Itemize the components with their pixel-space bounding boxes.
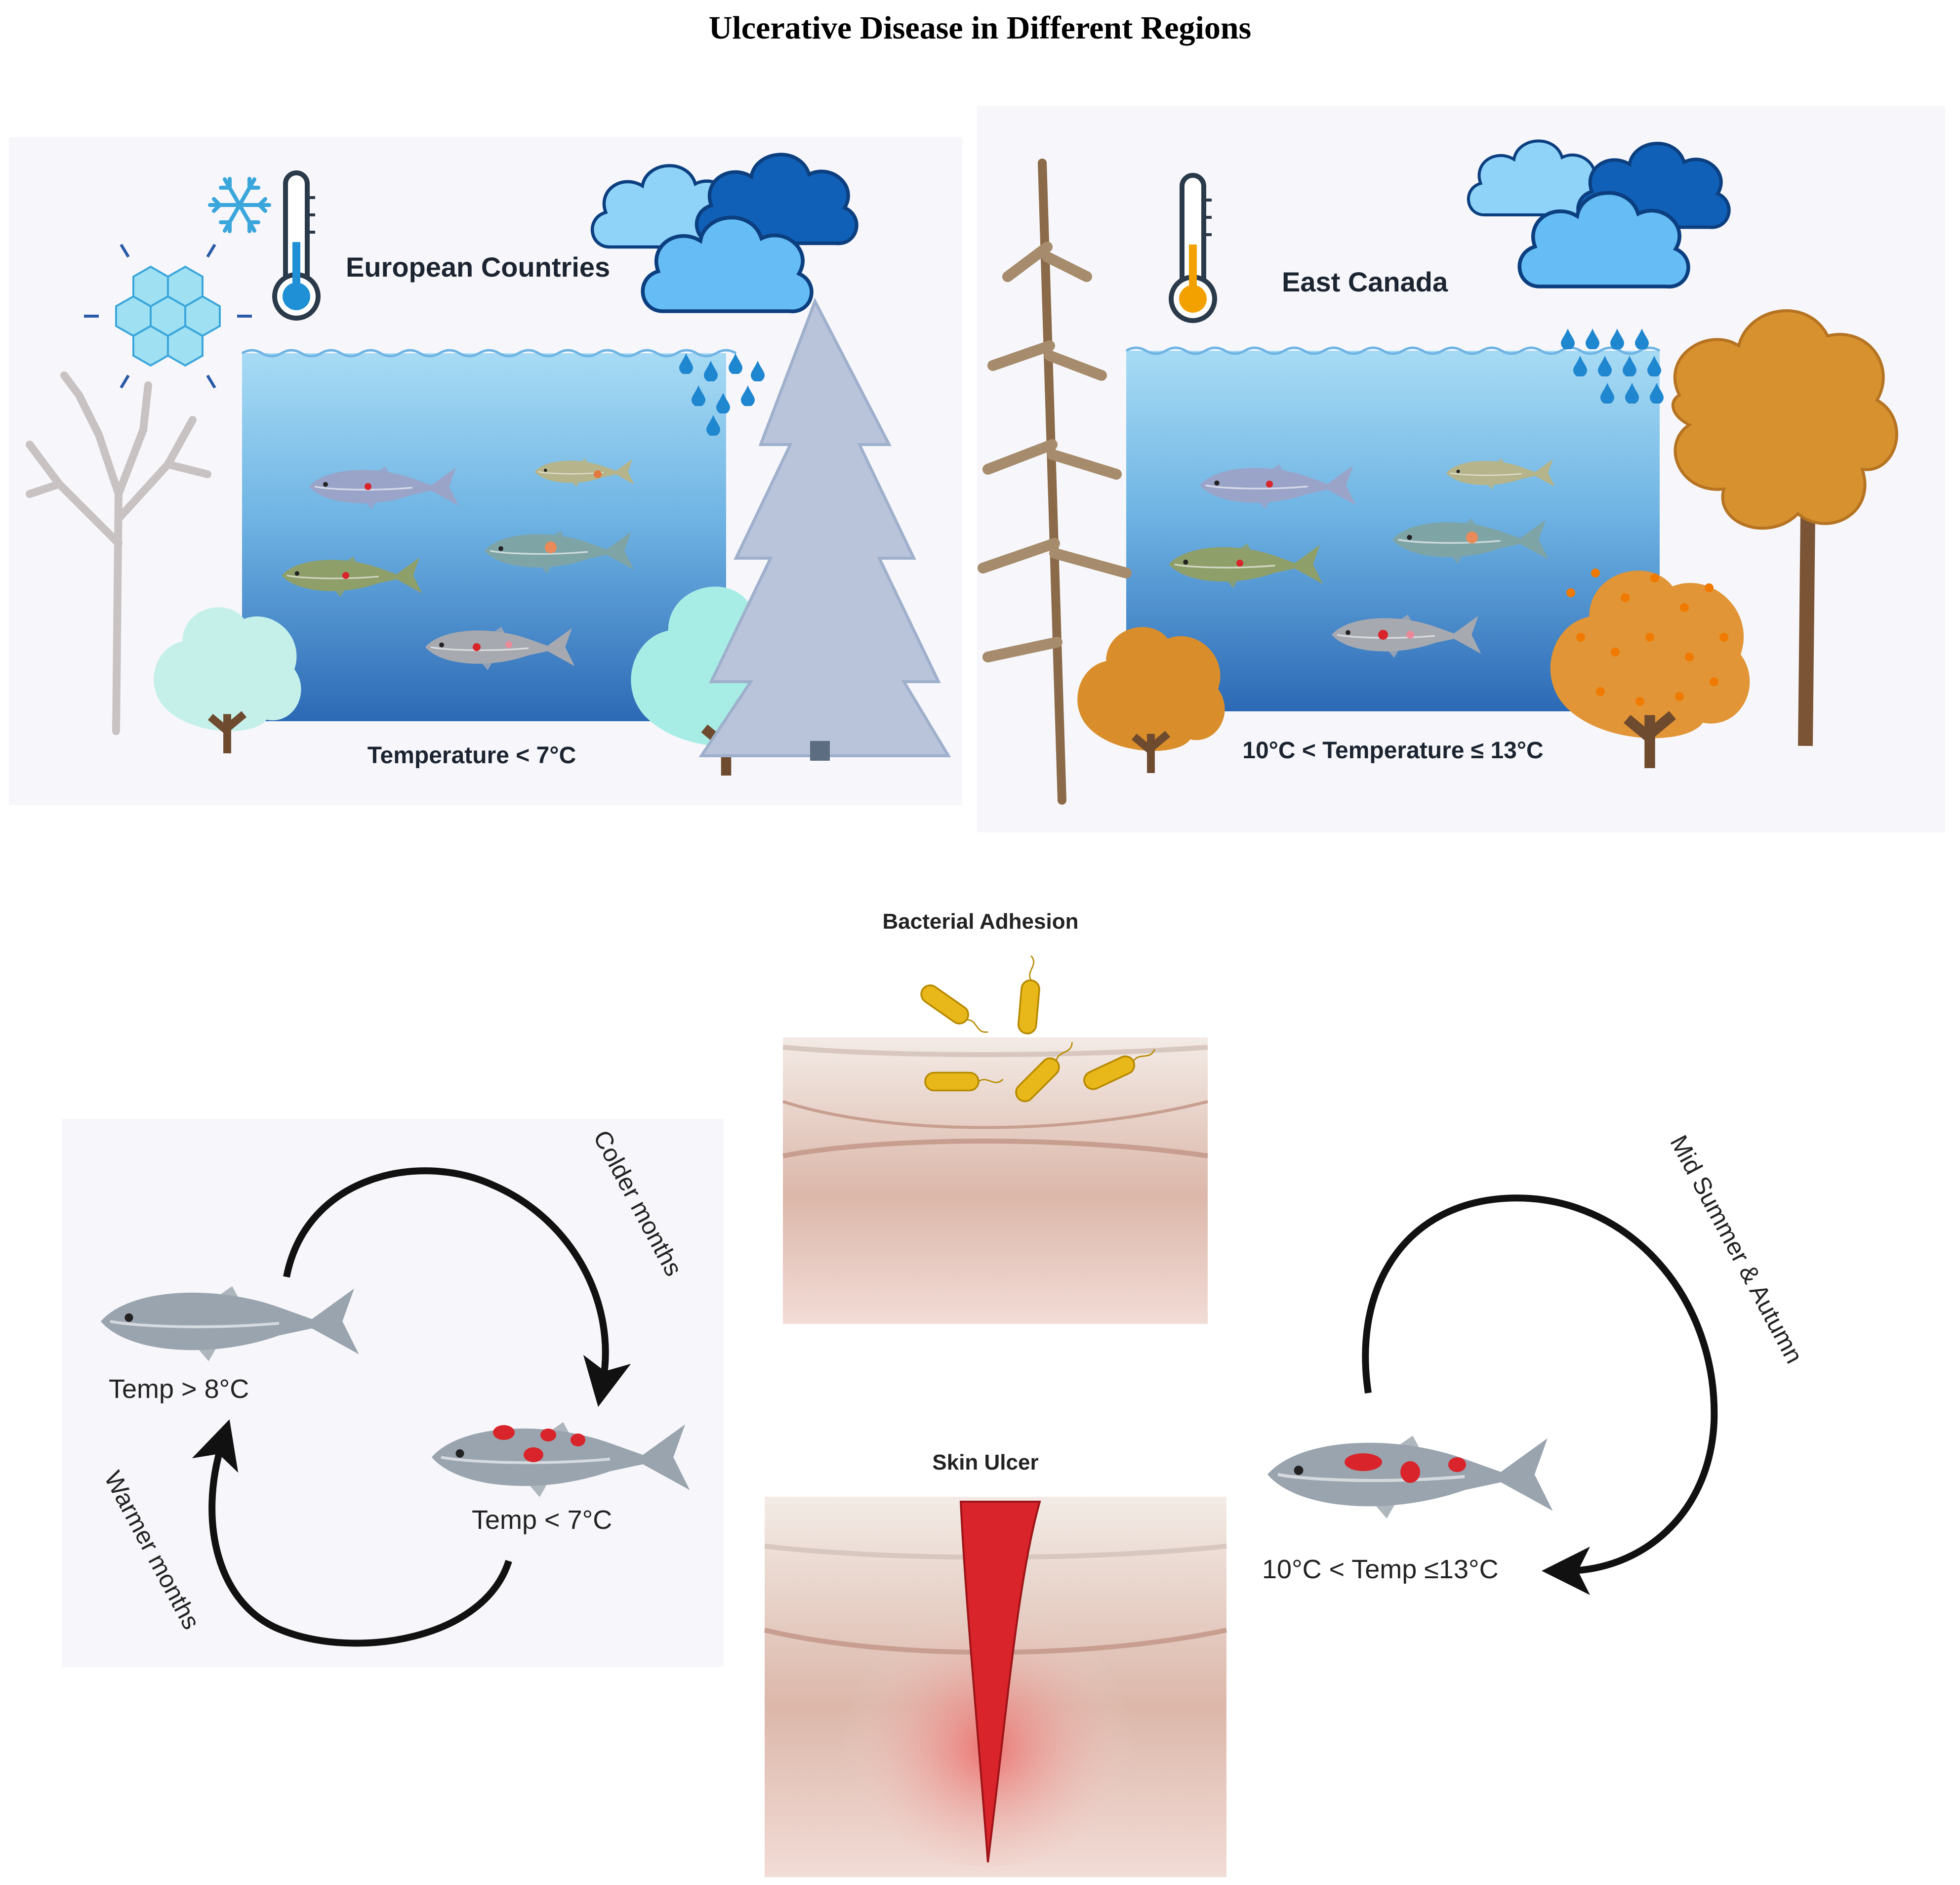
ice-crystal-icon xyxy=(84,244,252,389)
ulcer-wound xyxy=(959,1501,1041,1863)
warmer-months-arrow xyxy=(192,1419,512,1647)
canada-region-label: East Canada xyxy=(1282,266,1448,297)
skin-ulcer-label: Skin Ulcer xyxy=(932,1450,1038,1475)
snowy-fir-tree-icon xyxy=(698,297,951,761)
skin-tissue-adhesion xyxy=(783,1037,1208,1324)
snowflake-icon xyxy=(208,177,271,233)
colder-months-arrow xyxy=(283,1167,631,1407)
europe-region-label: European Countries xyxy=(346,251,610,283)
bacterial-adhesion-diagram: Bacterial Adhesion xyxy=(782,909,1208,1324)
europe-cycle-panel: Colder months Warmer months Temp > 8°C T… xyxy=(62,1119,724,1667)
berries-icon xyxy=(1566,569,1728,706)
mid-summer-autumn-label: Mid Summer & Autumn xyxy=(1665,1131,1808,1368)
healthy-fish-temp-label: Temp > 8°C xyxy=(109,1374,249,1404)
autumn-tree-right-icon xyxy=(1671,309,1898,746)
mid-summer-autumn-arrow xyxy=(1362,1194,1718,1595)
canada-fish-temp-label: 10°C < Temp ≤13°C xyxy=(1262,1555,1499,1584)
canada-temperature-label: 10°C < Temperature ≤ 13°C xyxy=(1242,738,1543,764)
canada-panel: East Canada xyxy=(977,106,1945,832)
skin-ulcer-diagram: Skin Ulcer xyxy=(764,1450,1227,1877)
europe-panel: European Countries xyxy=(9,137,962,805)
bacterial-adhesion-label: Bacterial Adhesion xyxy=(883,909,1079,934)
bare-tree-icon xyxy=(26,371,211,735)
ulcer-spots-icon xyxy=(1345,1453,1466,1483)
canada-cycle-panel: Mid Summer & Autumn 10°C < Temp ≤13°C xyxy=(1262,1131,1808,1595)
figure-title: Ulcerative Disease in Different Regions xyxy=(709,10,1252,46)
lesion-spots-icon xyxy=(493,1425,585,1462)
europe-temperature-label: Temperature < 7°C xyxy=(368,742,576,769)
tall-pine-tree-icon xyxy=(978,159,1132,805)
diseased-fish-temp-label: Temp < 7°C xyxy=(472,1505,612,1535)
